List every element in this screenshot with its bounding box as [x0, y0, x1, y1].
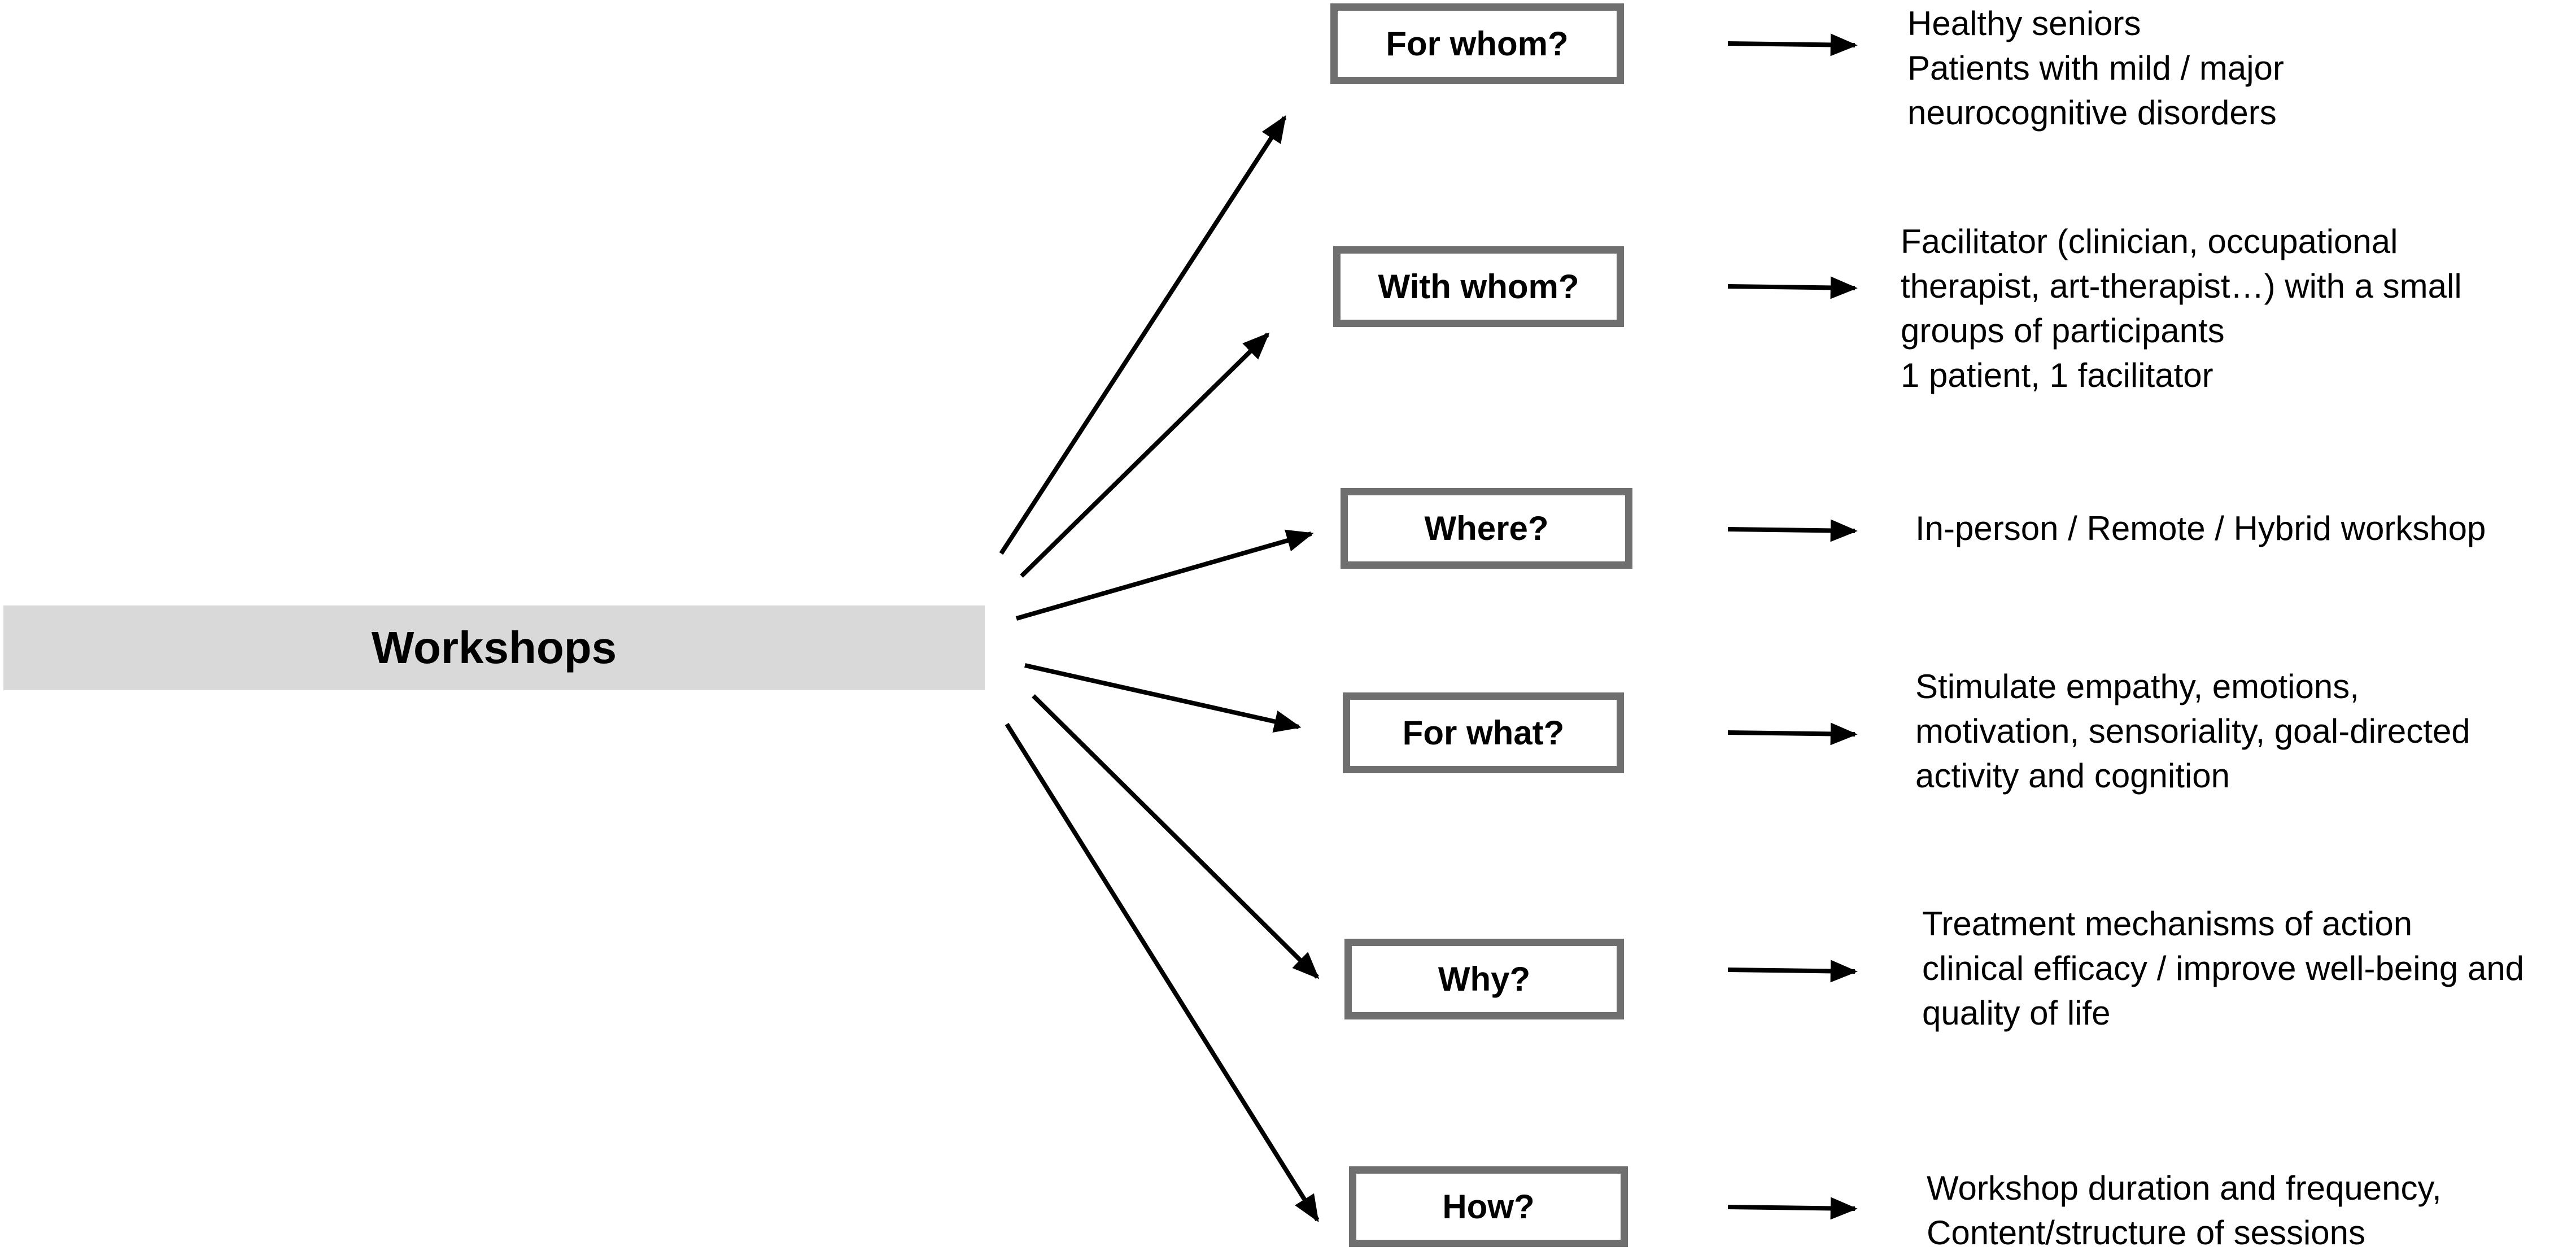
question-label-why: Why? — [1438, 960, 1531, 998]
answer-line: Patients with mild / major — [1907, 49, 2284, 87]
arrow-to-answer-why — [1727, 960, 1858, 983]
answer-for-whom: Healthy seniors Patients with mild / maj… — [1907, 1, 2284, 135]
arrow-to-where — [1015, 529, 1314, 621]
question-box-why: Why? — [1344, 939, 1624, 1019]
question-label-for-whom: For whom? — [1386, 25, 1569, 63]
answer-line: 1 patient, 1 facilitator — [1901, 356, 2213, 394]
answer-line: Workshop duration and frequency, — [1927, 1169, 2442, 1207]
answer-line: groups of participants — [1901, 312, 2225, 350]
arrow-to-why — [1032, 694, 1320, 979]
answer-line: Content/structure of sessions — [1927, 1214, 2366, 1252]
arrow-to-answer-where — [1727, 519, 1858, 542]
answer-line: therapist, art-therapist…) with a small — [1901, 267, 2462, 305]
answer-where: In-person / Remote / Hybrid workshop — [1915, 506, 2486, 551]
answer-why: Treatment mechanisms of action clinical … — [1922, 901, 2524, 1035]
arrow-to-answer-with-whom — [1727, 276, 1858, 299]
question-box-for-what: For what? — [1343, 692, 1624, 773]
question-box-where: Where? — [1341, 488, 1632, 569]
question-label-with-whom: With whom? — [1378, 268, 1579, 306]
answer-for-what: Stimulate empathy, emotions, motivation,… — [1915, 664, 2470, 798]
question-label-how: How? — [1442, 1188, 1535, 1226]
answer-line: Facilitator (clinician, occupational — [1901, 223, 2398, 260]
arrow-to-for-what — [1024, 663, 1302, 733]
question-label-where: Where? — [1424, 509, 1549, 547]
workshops-node: Workshops — [3, 605, 985, 690]
answer-line: Stimulate empathy, emotions, — [1915, 668, 2359, 705]
answer-line: clinical efficacy / improve well-being a… — [1922, 949, 2525, 987]
answer-line: motivation, sensoriality, goal-directed — [1915, 712, 2470, 750]
question-box-how: How? — [1349, 1166, 1628, 1247]
arrow-to-answer-how — [1727, 1197, 1858, 1220]
arrow-to-answer-for-what — [1727, 722, 1858, 746]
question-box-for-whom: For whom? — [1330, 3, 1624, 84]
arrow-to-answer-for-whom — [1727, 33, 1858, 56]
answer-with-whom: Facilitator (clinician, occupational the… — [1901, 219, 2462, 398]
arrow-to-with-whom — [1020, 332, 1270, 578]
answer-line: Treatment mechanisms of action — [1922, 905, 2413, 943]
answer-line: activity and cognition — [1915, 757, 2230, 795]
arrow-to-how — [1005, 722, 1320, 1223]
answer-line: quality of life — [1922, 994, 2111, 1032]
answer-line: In-person / Remote / Hybrid workshop — [1915, 509, 2486, 547]
arrow-to-for-whom — [999, 115, 1287, 555]
answer-line: Healthy seniors — [1907, 5, 2141, 42]
question-label-for-what: For what? — [1402, 714, 1565, 752]
answer-line: neurocognitive disorders — [1907, 94, 2277, 132]
question-box-with-whom: With whom? — [1333, 246, 1624, 327]
workshops-label: Workshops — [371, 622, 617, 673]
answer-how: Workshop duration and frequency, Content… — [1927, 1166, 2442, 1255]
